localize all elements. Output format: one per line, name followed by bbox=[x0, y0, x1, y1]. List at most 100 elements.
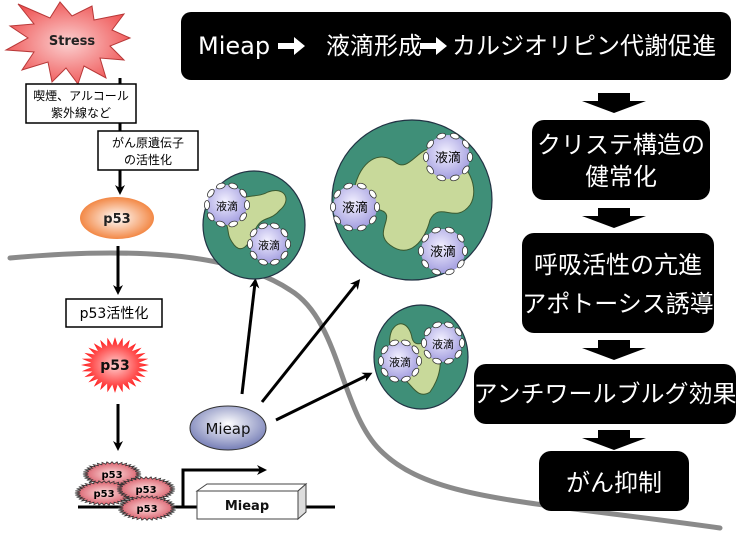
droplet-surface-protein bbox=[258, 258, 268, 266]
step-2-line2: アポトーシス誘導 bbox=[522, 290, 714, 318]
droplet-surface-protein bbox=[369, 215, 377, 225]
droplet-surface-protein bbox=[285, 239, 292, 249]
step-2-box: 呼吸活性の亢進 アポトーシス誘導 bbox=[522, 233, 714, 333]
stress-label: Stress bbox=[49, 34, 96, 49]
droplet-surface-protein bbox=[239, 188, 247, 198]
droplet-surface-protein bbox=[207, 188, 215, 198]
flow-down-arrow-icon bbox=[582, 93, 646, 113]
droplet-surface-protein bbox=[369, 189, 377, 199]
flow-down-arrow-icon bbox=[582, 430, 646, 450]
oncogene-line2: の活性化 bbox=[124, 153, 172, 167]
step-1-line1: クリステ構造の bbox=[537, 131, 705, 159]
liquid-droplet: 液滴 bbox=[246, 222, 292, 266]
droplet-surface-protein bbox=[270, 258, 280, 266]
mieap-gene-box: Mieap bbox=[195, 482, 308, 521]
banner-part3: カルジオリピン代謝促進 bbox=[452, 32, 716, 60]
p53-cluster-label: p53 bbox=[136, 504, 157, 515]
droplet-surface-protein bbox=[423, 349, 432, 359]
droplet-surface-protein bbox=[436, 174, 446, 182]
transcription-start-arrow bbox=[181, 465, 267, 507]
droplet-surface-protein bbox=[228, 182, 238, 190]
droplet-surface-protein bbox=[432, 357, 442, 365]
banner-part2: 液滴形成 bbox=[326, 32, 422, 60]
gene-label: Mieap bbox=[225, 499, 269, 514]
flow-down-arrow-icon bbox=[582, 208, 646, 228]
arrow-to-mito-large bbox=[260, 279, 361, 403]
droplet-surface-protein bbox=[450, 174, 460, 182]
droplet-surface-protein bbox=[258, 222, 268, 230]
droplet-surface-protein bbox=[416, 356, 423, 366]
droplet-label: 液滴 bbox=[216, 199, 238, 213]
step-1-line2: 健常化 bbox=[585, 163, 657, 191]
p53-active-burst: p53 bbox=[81, 337, 149, 393]
droplet-surface-protein bbox=[377, 356, 384, 366]
droplet-surface-protein bbox=[244, 200, 251, 210]
step-3-line1: アンチワールブルグ効果 bbox=[473, 380, 736, 408]
droplet-surface-protein bbox=[459, 338, 466, 348]
droplet-surface-protein bbox=[417, 246, 424, 256]
step-2-line1: 呼吸活性の亢進 bbox=[534, 251, 702, 279]
droplet-surface-protein bbox=[422, 152, 429, 162]
droplet-surface-protein bbox=[333, 189, 341, 199]
droplet-surface-protein bbox=[401, 375, 411, 383]
droplet-surface-protein bbox=[357, 224, 367, 232]
p53-inactive: p53 bbox=[80, 197, 154, 239]
droplet-surface-protein bbox=[444, 321, 454, 329]
p53-cluster-label: p53 bbox=[93, 489, 114, 500]
droplet-surface-protein bbox=[280, 250, 289, 260]
droplet-surface-protein bbox=[270, 222, 280, 230]
droplet-label: 液滴 bbox=[435, 150, 461, 166]
banner: Mieap 液滴形成 カルジオリピン代謝促進 bbox=[181, 12, 731, 80]
p53-activation-label: p53活性化 bbox=[80, 306, 149, 322]
droplet-surface-protein bbox=[380, 345, 389, 355]
droplet-surface-protein bbox=[436, 132, 446, 140]
droplet-surface-protein bbox=[246, 239, 253, 249]
droplet-label: 液滴 bbox=[258, 238, 280, 252]
liquid-droplet: 液滴 bbox=[422, 132, 474, 182]
droplet-surface-protein bbox=[357, 182, 367, 190]
arrow-to-mito-right bbox=[275, 372, 373, 422]
mieap-protein: Mieap bbox=[189, 405, 267, 451]
p53-cluster-protein: p53 bbox=[117, 495, 177, 521]
droplet-surface-protein bbox=[423, 327, 432, 337]
droplet-surface-protein bbox=[444, 357, 454, 365]
p53-cluster-label: p53 bbox=[135, 485, 156, 496]
causes-line1: 喫煙、アルコール bbox=[33, 89, 129, 103]
droplet-surface-protein bbox=[401, 339, 411, 347]
droplet-surface-protein bbox=[454, 349, 463, 359]
banner-arrow-icon bbox=[278, 37, 305, 55]
mieap-protein-label: Mieap bbox=[205, 420, 250, 438]
p53-active-label: p53 bbox=[100, 358, 130, 374]
step-4-line1: がん抑制 bbox=[566, 469, 662, 497]
droplet-surface-protein bbox=[228, 220, 238, 228]
droplet-surface-protein bbox=[380, 367, 389, 377]
droplet-surface-protein bbox=[421, 259, 429, 269]
step-1-box: クリステ構造の 健常化 bbox=[532, 120, 710, 200]
liquid-droplet: 液滴 bbox=[417, 226, 469, 276]
banner-arrow-icon bbox=[420, 37, 447, 55]
droplet-surface-protein bbox=[462, 246, 469, 256]
droplet-surface-protein bbox=[216, 182, 226, 190]
droplet-surface-protein bbox=[454, 327, 463, 337]
droplet-surface-protein bbox=[343, 224, 353, 232]
droplet-surface-protein bbox=[411, 345, 420, 355]
banner-part1: Mieap bbox=[198, 32, 270, 60]
droplet-surface-protein bbox=[249, 228, 258, 238]
droplet-surface-protein bbox=[421, 233, 429, 243]
liquid-droplet: 液滴 bbox=[377, 339, 423, 383]
liquid-droplet: 液滴 bbox=[329, 182, 381, 232]
droplet-surface-protein bbox=[445, 226, 455, 234]
droplet-label: 液滴 bbox=[430, 244, 456, 260]
droplet-surface-protein bbox=[432, 321, 442, 329]
droplet-surface-protein bbox=[420, 338, 427, 348]
liquid-droplet: 液滴 bbox=[420, 321, 466, 365]
step-3-box: アンチワールブルグ効果 bbox=[473, 364, 737, 424]
droplet-surface-protein bbox=[445, 268, 455, 276]
droplet-surface-protein bbox=[239, 212, 247, 222]
droplet-label: 液滴 bbox=[432, 337, 454, 351]
step-4-box: がん抑制 bbox=[539, 451, 689, 511]
droplet-surface-protein bbox=[426, 139, 434, 149]
